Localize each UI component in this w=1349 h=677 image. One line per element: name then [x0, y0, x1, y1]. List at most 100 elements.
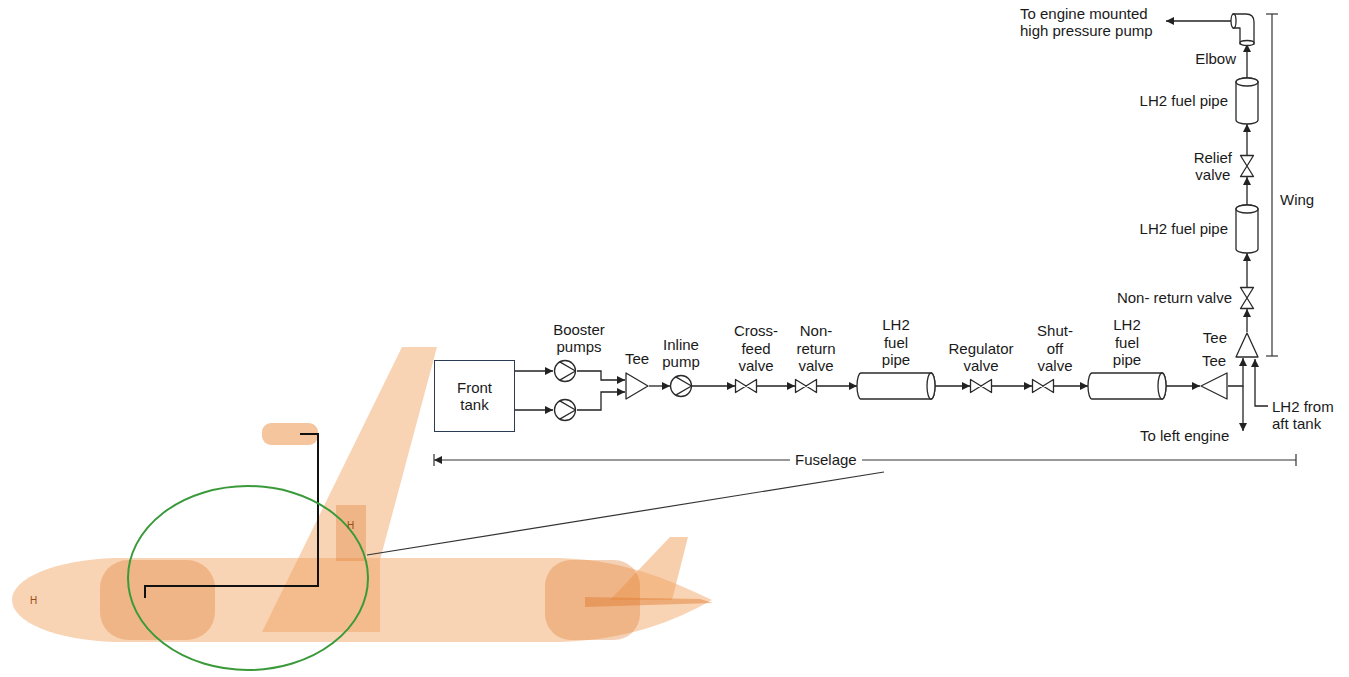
valve-bowtie	[796, 380, 817, 393]
bracket-tick	[1295, 454, 1296, 466]
front-tank-shape	[100, 560, 215, 640]
flow-connector	[1247, 44, 1248, 78]
flow-connector	[992, 386, 1032, 387]
flow-connector	[935, 386, 970, 387]
flow-connector	[1247, 177, 1248, 205]
flow-connector	[1228, 358, 1243, 386]
flow-line	[935, 385, 970, 386]
pipe-end	[1231, 14, 1236, 28]
flow-connector	[1247, 309, 1248, 332]
flow-connector	[1247, 253, 1248, 287]
bracket-label: Wing	[1280, 191, 1314, 208]
pipe-symbol-outline	[1236, 78, 1258, 124]
focus-ellipse	[128, 486, 368, 670]
pipe-symbol: LH2 fuel pipe	[1088, 373, 1166, 399]
pipe-symbol-outline	[1236, 205, 1258, 253]
pipe-symbol-outline	[1088, 373, 1166, 399]
valve-symbol-outline	[1240, 155, 1254, 177]
tank-label: Front tank	[457, 379, 492, 414]
pipe-end	[1158, 373, 1166, 399]
component-label: Cross-feed valve	[734, 322, 778, 374]
pipe-symbol: LH2 fuel pipe	[857, 373, 935, 399]
flow-line	[577, 392, 625, 410]
bracket-label: Fuselage	[790, 451, 862, 468]
valve-symbol-outline	[1240, 287, 1254, 309]
pipe-body	[857, 373, 935, 399]
pipe-body	[1236, 205, 1258, 253]
component-label: LH2 fuel pipe	[882, 316, 910, 368]
flow-connector	[515, 371, 553, 410]
pump-wedge	[560, 401, 576, 419]
flow-line	[649, 385, 670, 386]
flow-line	[817, 385, 857, 386]
valve-bowtie	[1033, 380, 1054, 393]
pump-circle	[555, 361, 576, 382]
flow-line	[1166, 385, 1200, 386]
tee-symbol-outline	[1235, 332, 1259, 358]
outlet-arrow	[1166, 20, 1231, 21]
fuselage-bracket	[434, 454, 1296, 466]
elbow-symbol-outline	[1232, 10, 1262, 44]
aircraft-illustration	[12, 347, 713, 642]
component-label: LH2 fuel pipe	[1140, 220, 1228, 237]
hydrogen-mark: H	[347, 520, 354, 532]
component-label: Tee	[1203, 329, 1227, 346]
fuel-line-sketch	[145, 434, 318, 598]
valve-symbol: Relief valve	[1240, 155, 1254, 177]
component-label: Booster pumps	[553, 321, 605, 356]
valve-symbol: Shut- off valve	[1032, 379, 1054, 393]
tee-triangle	[626, 373, 648, 399]
pump-wedge	[560, 362, 576, 380]
booster-pumps-outline	[553, 360, 577, 422]
flow-connector	[757, 386, 795, 387]
pump-symbol: Inline pump	[670, 375, 692, 397]
zoom-leader-line	[367, 472, 884, 555]
flow-line	[1246, 309, 1247, 332]
tee-triangle	[1236, 333, 1258, 357]
flow-line	[757, 385, 795, 386]
tee-triangle	[1201, 373, 1227, 399]
valve-symbol-outline	[735, 379, 757, 393]
pipe-symbol-outline	[857, 373, 935, 399]
pipe-body	[1236, 78, 1258, 124]
flow-line	[1054, 385, 1088, 386]
wing-tank-shape	[336, 505, 366, 561]
valve-symbol-outline	[970, 379, 992, 393]
valve-symbol: Cross-feed valve	[735, 379, 757, 393]
flow-line	[515, 409, 553, 410]
flow-connector	[1166, 386, 1200, 387]
bracket-tick	[433, 454, 434, 466]
flow-line	[577, 371, 625, 380]
hydrogen-mark: H	[30, 595, 37, 607]
bracket-line	[434, 459, 1296, 460]
component-label: Shut- off valve	[1037, 322, 1073, 374]
flow-connector	[817, 386, 857, 387]
bracket-tick	[1266, 13, 1278, 14]
pump-circle	[671, 376, 692, 397]
flow-line	[515, 370, 553, 371]
flow-line	[1246, 44, 1247, 78]
booster-pumps: Booster pumps	[553, 360, 577, 422]
pump-wedge	[676, 377, 692, 395]
aircraft-fuselage	[12, 558, 712, 642]
pipe-end	[1240, 41, 1254, 46]
component-label: Non- return valve	[796, 322, 835, 374]
tee-symbol-outline	[1200, 372, 1228, 400]
tee-symbol: Tee	[1235, 332, 1259, 358]
valve-symbol: Regulator valve	[970, 379, 992, 393]
flow-connector	[649, 386, 670, 387]
pipe-symbol: LH2 fuel pipe	[1236, 78, 1258, 124]
valve-bowtie	[971, 380, 992, 393]
wing-bracket	[1266, 14, 1278, 356]
flow-line	[1246, 124, 1247, 155]
pipe-end	[1236, 205, 1258, 213]
component-label: Tee	[1202, 352, 1226, 369]
flow-line	[692, 385, 735, 386]
flow-connector	[692, 386, 735, 387]
component-label: LH2 fuel pipe	[1140, 92, 1228, 109]
elbow-symbol: Elbow	[1232, 10, 1262, 44]
tee-symbol-outline	[625, 372, 649, 400]
bracket-line	[1271, 14, 1272, 356]
aircraft-stabilizer	[585, 597, 713, 607]
inlet-arrow	[1255, 359, 1268, 406]
